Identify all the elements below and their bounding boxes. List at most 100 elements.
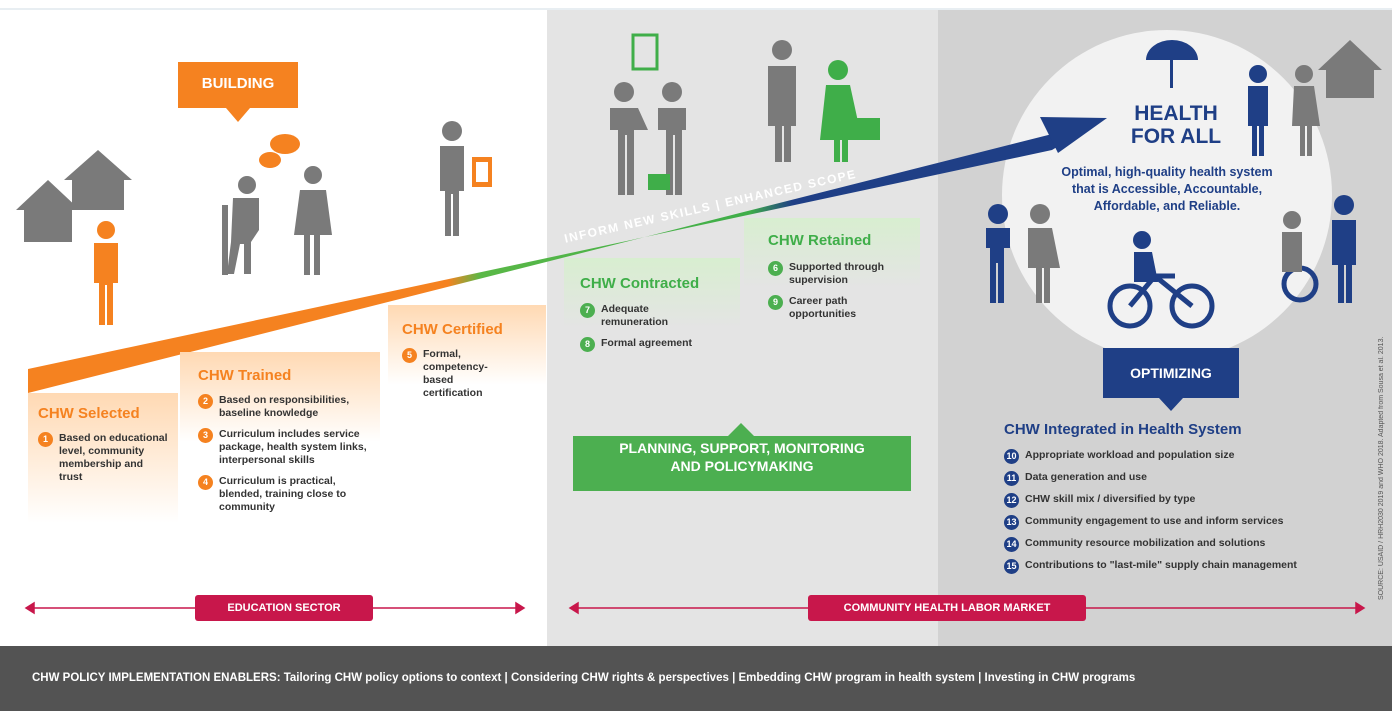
step-number: 6	[768, 261, 783, 276]
handshake-icon	[610, 33, 686, 195]
chw-certified-title: CHW Certified	[402, 321, 503, 338]
arrow-right-head	[515, 601, 526, 615]
step-number: 2	[198, 394, 213, 409]
building-callout: BUILDING	[178, 62, 298, 122]
step-number: 3	[198, 428, 213, 443]
bicycle-icon	[1107, 272, 1215, 329]
health-for-all-title: HEALTH FOR ALL	[1116, 102, 1236, 148]
list-item: 12 CHW skill mix / diversified by type	[1004, 493, 1364, 508]
list-item: 3 Curriculum includes service package, h…	[198, 428, 368, 467]
hfa-desc-line2: that is Accessible, Accountable,	[1071, 182, 1263, 196]
list-item: 5 Formal, competency-based certification	[402, 348, 502, 400]
step-text: Community engagement to use and inform s…	[1025, 515, 1284, 527]
hfa-line1: HEALTH	[1134, 102, 1218, 125]
step-text: Curriculum is practical, blended, traini…	[219, 475, 347, 513]
list-item: 4 Curriculum is practical, blended, trai…	[198, 475, 368, 514]
chw-trained-title: CHW Trained	[198, 367, 292, 384]
step-contracted-bg	[564, 258, 740, 328]
step-selected-bg	[28, 393, 178, 523]
care-people-icon	[986, 204, 1060, 303]
hfa-line2: FOR ALL	[1130, 125, 1222, 148]
arrow-left-head	[24, 601, 35, 615]
step-number: 10	[1004, 449, 1019, 464]
cyclist-icon	[1133, 231, 1158, 282]
step-text: Based on educational level, community me…	[59, 432, 168, 483]
step-number: 7	[580, 303, 595, 318]
step-text: Contributions to "last-mile" supply chai…	[1025, 559, 1297, 571]
step-text: Community resource mobilization and solu…	[1025, 537, 1266, 549]
chw-trained-list: 2 Based on responsibilities, baseline kn…	[198, 394, 368, 514]
health-for-all-circle	[1002, 30, 1332, 360]
step-number: 12	[1004, 493, 1019, 508]
enablers-footer: CHW POLICY IMPLEMENTATION ENABLERS: Tail…	[0, 646, 1392, 711]
step-number: 13	[1004, 515, 1019, 530]
step-text: Adequate remuneration	[601, 303, 669, 328]
step-text: CHW skill mix / diversified by type	[1025, 493, 1196, 505]
wheelchair-icon	[1281, 195, 1356, 303]
step-number: 8	[580, 337, 595, 352]
family-icon	[1248, 65, 1320, 156]
planning-line2: AND POLICYMAKING	[670, 458, 814, 474]
list-item: 10 Appropriate workload and population si…	[1004, 449, 1364, 464]
list-item: 2 Based on responsibilities, baseline kn…	[198, 394, 368, 420]
step-text: Data generation and use	[1025, 471, 1147, 483]
list-item: 9 Career path opportunities	[768, 295, 908, 321]
step-text: Curriculum includes service package, hea…	[219, 428, 367, 466]
step-text: Supported through supervision	[789, 261, 885, 286]
chw-contracted-title: CHW Contracted	[580, 275, 700, 292]
chw-selected-title: CHW Selected	[38, 405, 140, 422]
umbrella-icon	[1146, 40, 1198, 88]
chw-retained-title: CHW Retained	[768, 232, 872, 249]
education-sector-label: EDUCATION SECTOR	[195, 595, 373, 621]
arrow-right-head	[1355, 601, 1366, 615]
step-number: 5	[402, 348, 417, 363]
step-text: Based on responsibilities, baseline know…	[219, 394, 350, 419]
chw-retained-list: 6 Supported through supervision 9 Career…	[768, 261, 908, 321]
list-item: 13 Community engagement to use and inform…	[1004, 515, 1364, 530]
chw-certified-list: 5 Formal, competency-based certification	[402, 348, 502, 400]
person-with-certificate-icon	[440, 121, 492, 236]
top-rule	[0, 8, 1392, 10]
step-number: 1	[38, 432, 53, 447]
step-retained-bg	[744, 218, 920, 288]
speech-bubble-icon	[259, 134, 300, 168]
step-text: Formal agreement	[601, 337, 693, 349]
step-certified-bg	[388, 305, 546, 385]
optimizing-label: OPTIMIZING	[1130, 365, 1212, 381]
arrow-band	[28, 118, 1105, 393]
list-item: 7 Adequate remuneration	[580, 303, 730, 329]
chw-contracted-list: 7 Adequate remuneration 8 Formal agreeme…	[580, 303, 730, 352]
step-number: 9	[768, 295, 783, 310]
house-icon	[16, 150, 132, 242]
optimizing-callout: OPTIMIZING	[1103, 348, 1239, 411]
chw-selected-list: 1 Based on educational level, community …	[38, 432, 168, 484]
list-item: 8 Formal agreement	[580, 337, 730, 352]
hfa-desc-line1: Optimal, high-quality health system	[1061, 165, 1273, 179]
arrow-left-head	[568, 601, 579, 615]
list-item: 1 Based on educational level, community …	[38, 432, 168, 484]
chw-integrated-list: 10 Appropriate workload and population si…	[1004, 449, 1364, 574]
training-people-icon	[222, 166, 332, 275]
planning-box: PLANNING, SUPPORT, MONITORING AND POLICY…	[573, 423, 911, 492]
planning-line1: PLANNING, SUPPORT, MONITORING	[619, 440, 865, 456]
supervision-people-icon	[768, 40, 880, 162]
house-icon	[1318, 40, 1382, 98]
list-item: 14 Community resource mobilization and so…	[1004, 537, 1364, 552]
labor-market-label: COMMUNITY HEALTH LABOR MARKET	[808, 595, 1086, 621]
step-text: Formal, competency-based certification	[423, 348, 488, 399]
chw-integrated-title: CHW Integrated in Health System	[1004, 421, 1242, 438]
person-icon	[94, 221, 118, 325]
step-text: Appropriate workload and population size	[1025, 449, 1235, 461]
step-trained-bg	[180, 352, 380, 442]
step-number: 14	[1004, 537, 1019, 552]
health-for-all-desc: Optimal, high-quality health system that…	[1020, 164, 1314, 215]
hfa-desc-line3: Affordable, and Reliable.	[1093, 199, 1241, 213]
step-number: 11	[1004, 471, 1019, 486]
source-note: SOURCE: USAID / HRH2030 2019 and WHO 201…	[1378, 336, 1385, 600]
list-item: 11 Data generation and use	[1004, 471, 1364, 486]
building-label: BUILDING	[201, 75, 275, 92]
